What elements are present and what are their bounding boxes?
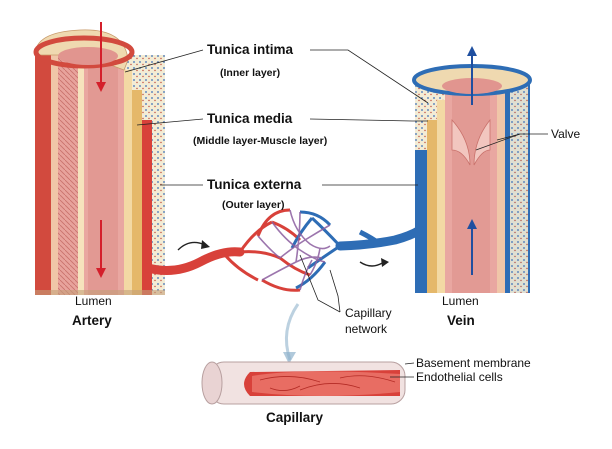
capillary-network-illustration xyxy=(143,208,425,292)
label-middle-layer: (Middle layer-Muscle layer) xyxy=(193,135,328,147)
label-tunica-media: Tunica media xyxy=(207,111,293,126)
vein-outer-wall xyxy=(415,150,427,293)
label-basement-membrane: Basement membrane xyxy=(416,356,531,370)
venule xyxy=(335,225,425,251)
label-tunica-externa: Tunica externa xyxy=(207,177,302,192)
artery-illustration xyxy=(33,22,165,295)
arteriole xyxy=(143,247,245,275)
label-endothelial-cells: Endothelial cells xyxy=(416,370,503,384)
label-inner-layer: (Inner layer) xyxy=(220,67,281,79)
flow-arrow-into-network xyxy=(177,241,206,251)
label-vein: Vein xyxy=(447,313,475,328)
label-lumen-artery: Lumen xyxy=(75,294,112,308)
vein-illustration xyxy=(412,46,532,293)
label-capillary-network-line1: Capillary xyxy=(345,306,392,320)
label-valve: Valve xyxy=(551,127,581,141)
zoom-callout xyxy=(284,303,300,361)
capillary-tube-illustration xyxy=(201,361,406,405)
label-outer-layer: (Outer layer) xyxy=(222,199,285,211)
label-lumen-vein: Lumen xyxy=(442,294,479,308)
artery-outer-wall xyxy=(35,55,51,295)
leader-lines xyxy=(124,49,548,378)
label-tunica-intima: Tunica intima xyxy=(207,42,294,57)
label-artery: Artery xyxy=(72,313,112,328)
flow-arrow-out-of-network xyxy=(359,261,385,267)
label-capillary-network-line2: network xyxy=(345,322,388,336)
artery-media-layer xyxy=(58,55,78,295)
vein-valve xyxy=(451,118,471,166)
label-capillary: Capillary xyxy=(266,410,324,425)
